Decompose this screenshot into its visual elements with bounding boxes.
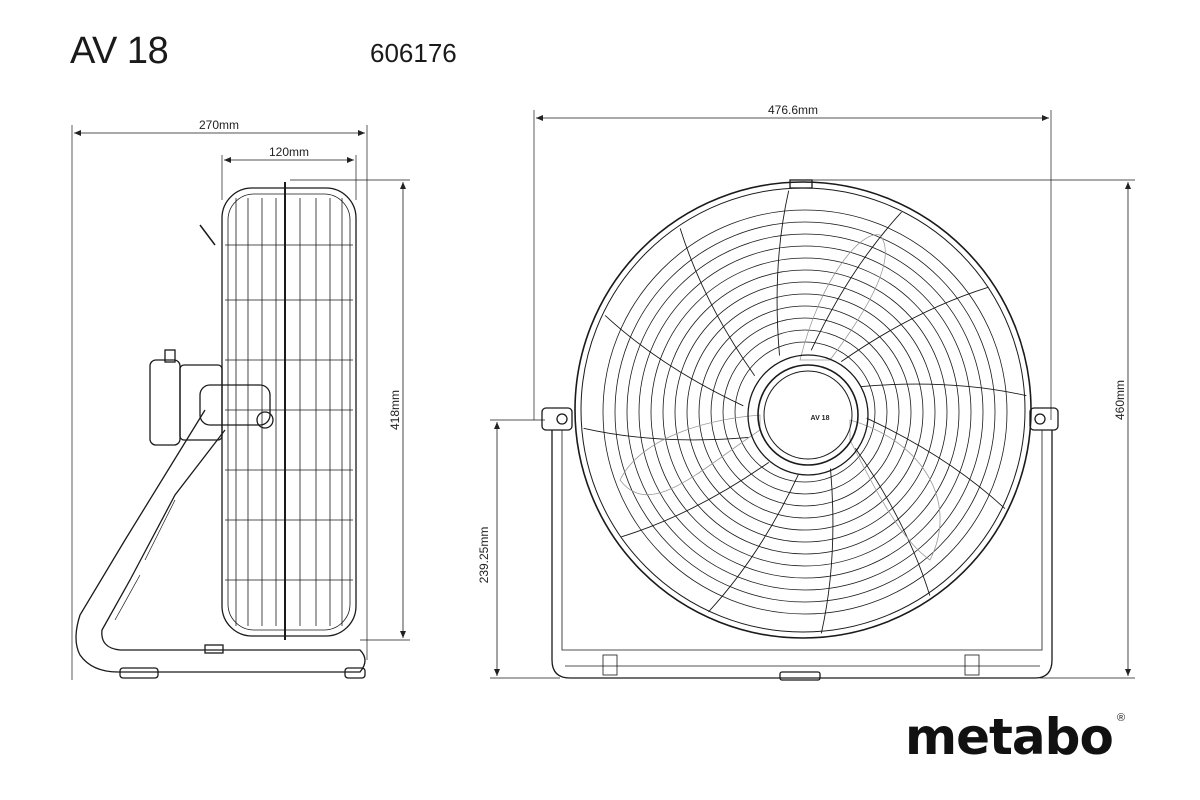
dim-side-width: 270mm: [199, 118, 239, 132]
hub-label: AV 18: [811, 415, 830, 422]
side-view: [71, 125, 410, 680]
dim-front-width: 476.6mm: [768, 103, 818, 117]
registered-mark: ®: [1117, 712, 1126, 724]
brand-logo: metabo: [905, 708, 1114, 766]
dim-side-height: 418mm: [388, 390, 402, 430]
dim-pivot-height: 239.25mm: [477, 527, 491, 584]
dim-front-height: 460mm: [1113, 380, 1127, 420]
part-number: 606176: [370, 38, 457, 68]
front-view: [490, 110, 1135, 681]
model-title: AV 18: [70, 30, 169, 72]
dim-guard-depth: 120mm: [269, 145, 309, 159]
